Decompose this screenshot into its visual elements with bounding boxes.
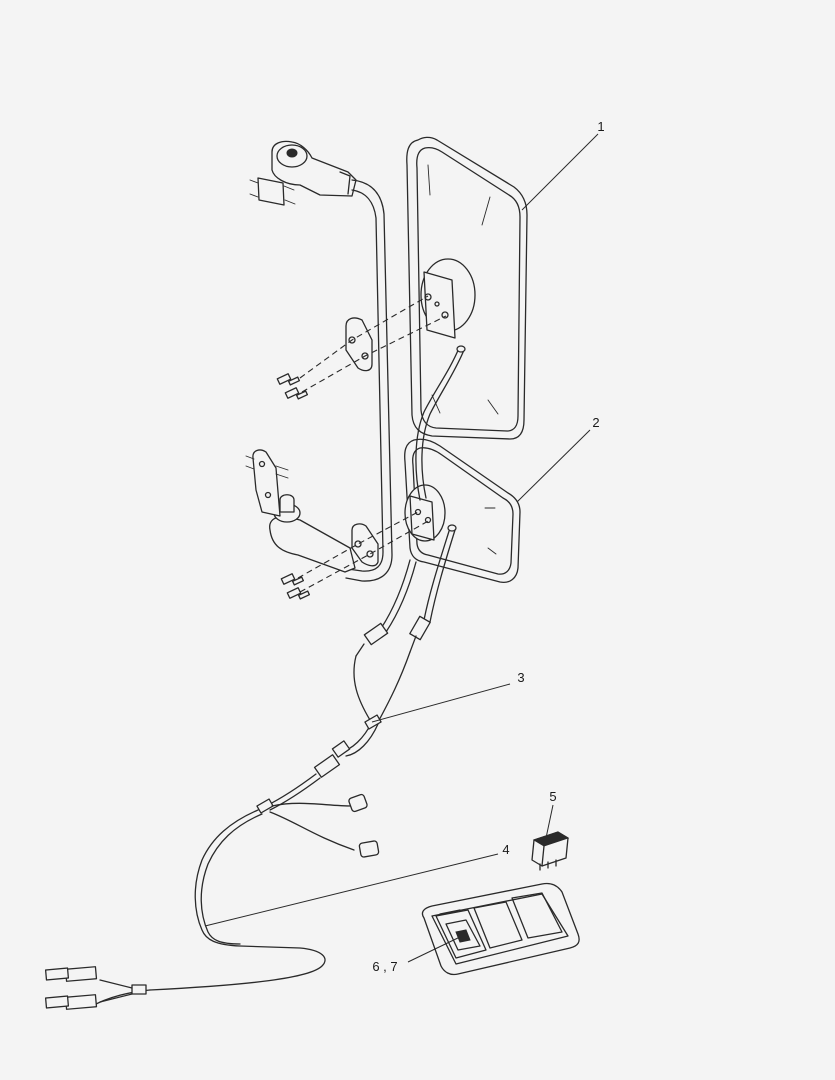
mirror-bracket-arm: [245, 140, 393, 582]
wiring-harness: [44, 345, 466, 1010]
callout-1: 1: [597, 119, 604, 134]
upper-mirror: [406, 136, 528, 440]
leader-lines: [204, 133, 599, 963]
switch-panel: [421, 882, 580, 976]
callout-5: 5: [549, 789, 556, 804]
lower-mirror: [404, 438, 521, 584]
relay: [531, 831, 570, 871]
callout-4: 4: [502, 842, 509, 857]
mounting-screws: [276, 295, 447, 600]
callout-2: 2: [592, 415, 599, 430]
callouts: 1 2 3 4 5 6 , 7: [372, 119, 604, 974]
callout-6-7: 6 , 7: [372, 959, 397, 974]
callout-3: 3: [517, 670, 524, 685]
